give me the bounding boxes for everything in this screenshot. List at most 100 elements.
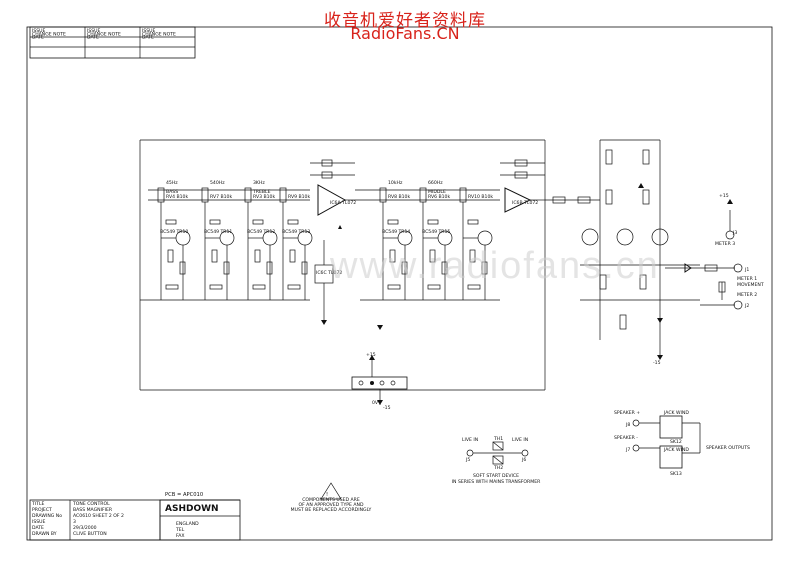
band-frequency: 45Hz bbox=[166, 180, 178, 186]
resistor-symbol bbox=[301, 261, 308, 275]
band-label: TREBLE bbox=[252, 189, 271, 195]
warning-triangle-icon bbox=[320, 482, 342, 500]
resistor-symbol bbox=[469, 249, 476, 263]
speaker-plus-label: SPEAKER + bbox=[614, 410, 640, 416]
transistor-label: BC549 TR15 bbox=[422, 229, 450, 235]
opamp-ic6b bbox=[504, 187, 532, 213]
th1-label: TH1 bbox=[493, 436, 503, 442]
sk12-label: SK12 bbox=[670, 439, 682, 445]
band-pot: RV10 B10k bbox=[468, 194, 493, 200]
capacitor-symbol bbox=[252, 284, 266, 290]
eq-band-stage: RV10 B10k bbox=[459, 187, 493, 300]
jack-wind-2: JACK WIND bbox=[663, 447, 689, 453]
background-watermark: www.radiofans.cn bbox=[330, 245, 660, 287]
resistor-symbol bbox=[211, 249, 218, 263]
meter-2-label: METER 2 bbox=[737, 292, 757, 298]
jack-wind-1: JACK WIND bbox=[663, 410, 689, 416]
revision-cell: DATE bbox=[32, 35, 44, 41]
title-block-label: PROJECT bbox=[32, 507, 52, 513]
watermark-chinese: 收音机爱好者资料库 bbox=[324, 11, 486, 31]
meter-plus-15: +15 bbox=[719, 193, 729, 199]
live-in-left: LIVE IN bbox=[462, 437, 478, 443]
band-frequency: 3KHz bbox=[253, 180, 265, 186]
band-pot: RV3 B10k bbox=[253, 194, 275, 200]
watermark-site: RadioFans.CN bbox=[350, 24, 460, 43]
j3-label: J3 bbox=[732, 230, 737, 236]
j1-label: J1 bbox=[744, 267, 749, 273]
band-frequency: 540Hz bbox=[210, 180, 225, 186]
band-pot: RV7 B10k bbox=[210, 194, 232, 200]
jack-sk13 bbox=[659, 445, 683, 469]
transistor-label: BC549 TR11 bbox=[204, 229, 232, 235]
revision-cell: ISSUE bbox=[142, 28, 156, 34]
revision-cell: CHANGE NOTE bbox=[32, 31, 66, 37]
resistor-symbol bbox=[429, 249, 436, 263]
capacitor-symbol bbox=[467, 219, 479, 225]
jack-sk12 bbox=[659, 415, 683, 439]
capacitor-symbol bbox=[252, 219, 264, 225]
resistor-symbol bbox=[401, 261, 408, 275]
speaker-minus-label: SPEAKER - bbox=[614, 435, 638, 441]
notice-line-3: MUST BE REPLACED ACCORDINGLY bbox=[291, 507, 372, 513]
capacitor-symbol bbox=[387, 284, 401, 290]
resistor-symbol bbox=[389, 249, 396, 263]
title-block-value: 29/3/2000 bbox=[73, 525, 97, 531]
meter-minus-15: -15 bbox=[653, 360, 661, 366]
revision-cell: ISSUE bbox=[32, 28, 46, 34]
capacitor-symbol bbox=[427, 284, 441, 290]
title-block-label: DRAWN BY bbox=[32, 531, 57, 537]
live-in-right: LIVE IN bbox=[512, 437, 528, 443]
resistor-symbol bbox=[254, 249, 261, 263]
company-line-2: TEL bbox=[175, 527, 185, 533]
resistor-symbol bbox=[167, 249, 174, 263]
capacitor-symbol bbox=[287, 219, 299, 225]
meter-2-connector bbox=[733, 300, 743, 310]
band-frequency: 10kHz bbox=[388, 180, 403, 186]
sheet-border bbox=[26, 26, 773, 541]
title-block-value: AC0610 SHEET 2 OF 2 bbox=[73, 513, 124, 519]
transistor-label: BC549 TR14 bbox=[382, 229, 410, 235]
j6-label: J6 bbox=[521, 457, 526, 463]
resistor-symbol bbox=[289, 249, 296, 263]
meter-drive-circuit: +15 J3 METER 3 J1 METER 1 MOVEMENT METER… bbox=[580, 139, 764, 366]
ic6c-label: IC6C TL072 bbox=[316, 270, 342, 276]
meter-1-connector bbox=[733, 263, 743, 273]
title-block-label: DATE bbox=[32, 525, 44, 531]
resistor-symbol bbox=[266, 261, 273, 275]
soft-start-device: LIVE IN LIVE IN SOFT START DEVICE IN SER… bbox=[452, 436, 541, 485]
company-name: ASHDOWN bbox=[165, 504, 219, 514]
band-frequency: 660Hz bbox=[428, 180, 443, 186]
resistor-symbol bbox=[441, 261, 448, 275]
revision-cell: CHANGE NOTE bbox=[87, 31, 121, 37]
company-line-3: FAX bbox=[176, 533, 185, 539]
revision-cell: DATE bbox=[142, 35, 154, 41]
meter-1-label: METER 1 bbox=[737, 276, 757, 282]
transistor-label: BC549 TR13 bbox=[282, 229, 310, 235]
speaker-outputs-label: SPEAKER OUTPUTS bbox=[706, 445, 750, 451]
movement-label: MOVEMENT bbox=[737, 282, 764, 288]
capacitor-symbol bbox=[165, 219, 177, 225]
band-pot: RV8 B10k bbox=[388, 194, 410, 200]
j5-label: J5 bbox=[465, 457, 470, 463]
resistor-symbol bbox=[179, 261, 186, 275]
resistor-symbol bbox=[481, 261, 488, 275]
revision-cell: CHANGE NOTE bbox=[142, 31, 176, 37]
capacitor-symbol bbox=[165, 284, 179, 290]
band-label: BASS bbox=[166, 189, 178, 195]
speaker-outputs: SPEAKER + SPEAKER - JACK WIND SK12 JACK … bbox=[614, 410, 750, 477]
pcb-label: PCB = APC010 bbox=[165, 492, 203, 498]
transistor-symbol bbox=[477, 230, 493, 246]
soft-start-label: SOFT START DEVICE bbox=[473, 473, 519, 479]
band-pot: RV4 B10k bbox=[166, 194, 188, 200]
th2-label: TH2 bbox=[493, 465, 503, 471]
title-block-value: TONE CONTROL bbox=[72, 501, 110, 507]
j2-label: J2 bbox=[744, 303, 749, 309]
band-pot: RV6 B10k bbox=[428, 194, 450, 200]
